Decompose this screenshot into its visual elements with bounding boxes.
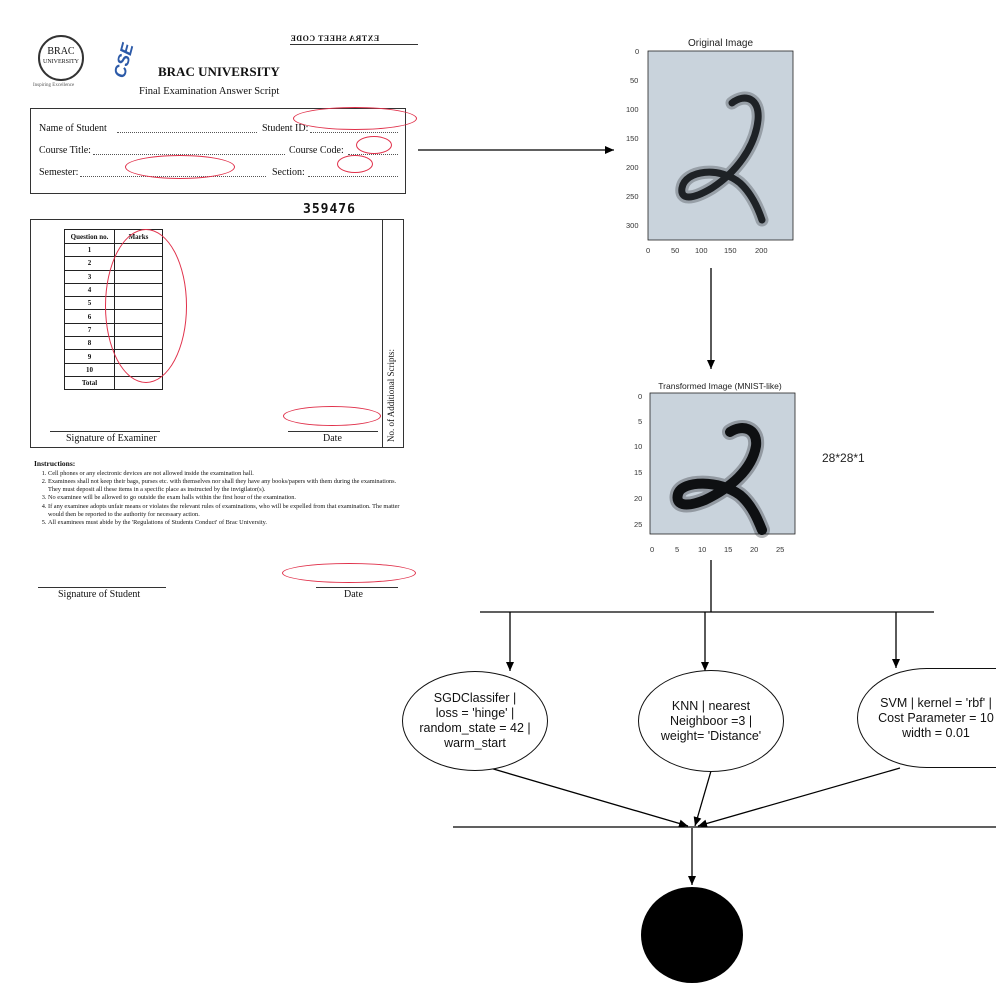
brac-logo: BRAC UNIVERSITY (38, 35, 84, 81)
trans-xtick: 25 (776, 545, 785, 554)
marks-box (30, 219, 404, 448)
knn-classifier-label: KNN | nearest Neighboor =3 | weight= 'Di… (660, 698, 762, 743)
original-image-area (647, 50, 794, 241)
student-date-label: Date (344, 589, 363, 600)
redaction-section (337, 155, 373, 173)
sgd-classifier-label: SGDClassifer | loss = 'hinge' | random_s… (419, 691, 531, 750)
instruction-item: Examinees shall not keep their bags, pur… (48, 478, 404, 493)
examiner-date-line (288, 431, 378, 432)
additional-divider (382, 219, 383, 448)
knn-classifier-node: KNN | nearest Neighboor =3 | weight= 'Di… (638, 670, 784, 772)
trans-ytick: 20 (634, 494, 643, 503)
trans-xtick: 10 (698, 545, 707, 554)
orig-ytick: 300 (626, 221, 639, 230)
sgd-classifier-node: SGDClassifer | loss = 'hinge' | random_s… (402, 671, 548, 771)
redaction-course-code (356, 136, 392, 154)
serial-number: 359476 (303, 202, 356, 217)
svm-classifier-label: SVM | kernel = 'rbf' | Cost Parameter = … (878, 695, 994, 740)
label-course-title: Course Title: (39, 145, 91, 156)
logo-tagline: Inspiring Excellence (33, 83, 75, 88)
student-info-box (30, 108, 406, 194)
student-signature-label: Signature of Student (58, 589, 141, 600)
student-sig-line (38, 587, 166, 588)
digit-stroke-transformed (669, 420, 770, 538)
transformed-image-plot (649, 392, 796, 538)
orig-xtick: 100 (695, 246, 708, 255)
original-image-title: Original Image (687, 38, 754, 49)
section-line (308, 176, 398, 177)
label-course-code: Course Code: (289, 145, 344, 156)
orig-xtick: 50 (671, 246, 680, 255)
orig-xtick: 0 (646, 246, 651, 255)
logo-line2: UNIVERSITY (43, 59, 79, 65)
trans-xtick: 20 (750, 545, 759, 554)
orig-xtick: 150 (724, 246, 737, 255)
examiner-sig-line (50, 431, 160, 432)
trans-ytick: 15 (634, 468, 643, 477)
trans-xtick: 15 (724, 545, 733, 554)
orig-ytick: 0 (635, 47, 640, 56)
examiner-date-label: Date (323, 433, 342, 444)
transformed-image-title: Transformed Image (MNIST-like) (658, 381, 782, 391)
instructions: Instructions: Cell phones or any electro… (34, 460, 404, 528)
trans-xtick: 5 (675, 545, 680, 554)
orig-ytick: 50 (630, 76, 639, 85)
university-name: BRAC UNIVERSITY (158, 64, 280, 79)
course-code-line (348, 154, 398, 155)
instruction-item: All examinees must abide by the 'Regulat… (48, 519, 404, 527)
script-subtitle: Final Examination Answer Script (139, 86, 280, 97)
logo-line1: BRAC (47, 46, 75, 57)
output-node (641, 887, 743, 983)
trans-ytick: 25 (634, 520, 643, 529)
redaction-semester (125, 155, 235, 179)
redaction-examiner-date (283, 406, 381, 426)
label-semester: Semester: (39, 167, 79, 178)
orig-ytick: 200 (626, 163, 639, 172)
trans-xtick: 0 (650, 545, 655, 554)
arrow-knn-to-merge (693, 770, 712, 827)
instruction-item: No examinee will be allowed to go outsid… (48, 494, 404, 502)
arrow-sgd-to-merge (489, 767, 689, 828)
redaction-marks (105, 229, 187, 383)
orig-ytick: 250 (626, 192, 639, 201)
arrow-svm-to-merge (697, 767, 901, 828)
svm-classifier-node: SVM | kernel = 'rbf' | Cost Parameter = … (857, 668, 996, 768)
transformed-image-area (649, 392, 796, 535)
label-section: Section: (272, 167, 305, 178)
label-name: Name of Student (39, 123, 107, 134)
examiner-signature-label: Signature of Examiner (66, 433, 157, 444)
name-line (117, 132, 257, 133)
trans-ytick: 5 (638, 417, 643, 426)
redaction-student-date (282, 563, 416, 583)
question-cell: Total (64, 375, 115, 391)
header-rule (290, 44, 418, 45)
instruction-item: If any examinee adopts unfair means or v… (48, 503, 404, 518)
dimension-label: 28*28*1 (822, 451, 865, 465)
orig-xtick: 200 (755, 246, 768, 255)
digit-stroke-original (675, 91, 769, 227)
student-date-line (316, 587, 398, 588)
instructions-title: Instructions: (34, 459, 76, 468)
answer-script: BRAC UNIVERSITY Inspiring Excellence CSE… (0, 0, 430, 620)
instruction-item: Cell phones or any electronic devices ar… (48, 470, 404, 478)
trans-ytick: 10 (634, 442, 643, 451)
id-line (310, 132, 398, 133)
orig-ytick: 150 (626, 134, 639, 143)
redaction-student-id (293, 107, 417, 130)
original-image-plot (647, 50, 794, 241)
orig-ytick: 100 (626, 105, 639, 114)
label-student-id: Student ID: (262, 123, 309, 134)
trans-ytick: 0 (638, 392, 643, 401)
